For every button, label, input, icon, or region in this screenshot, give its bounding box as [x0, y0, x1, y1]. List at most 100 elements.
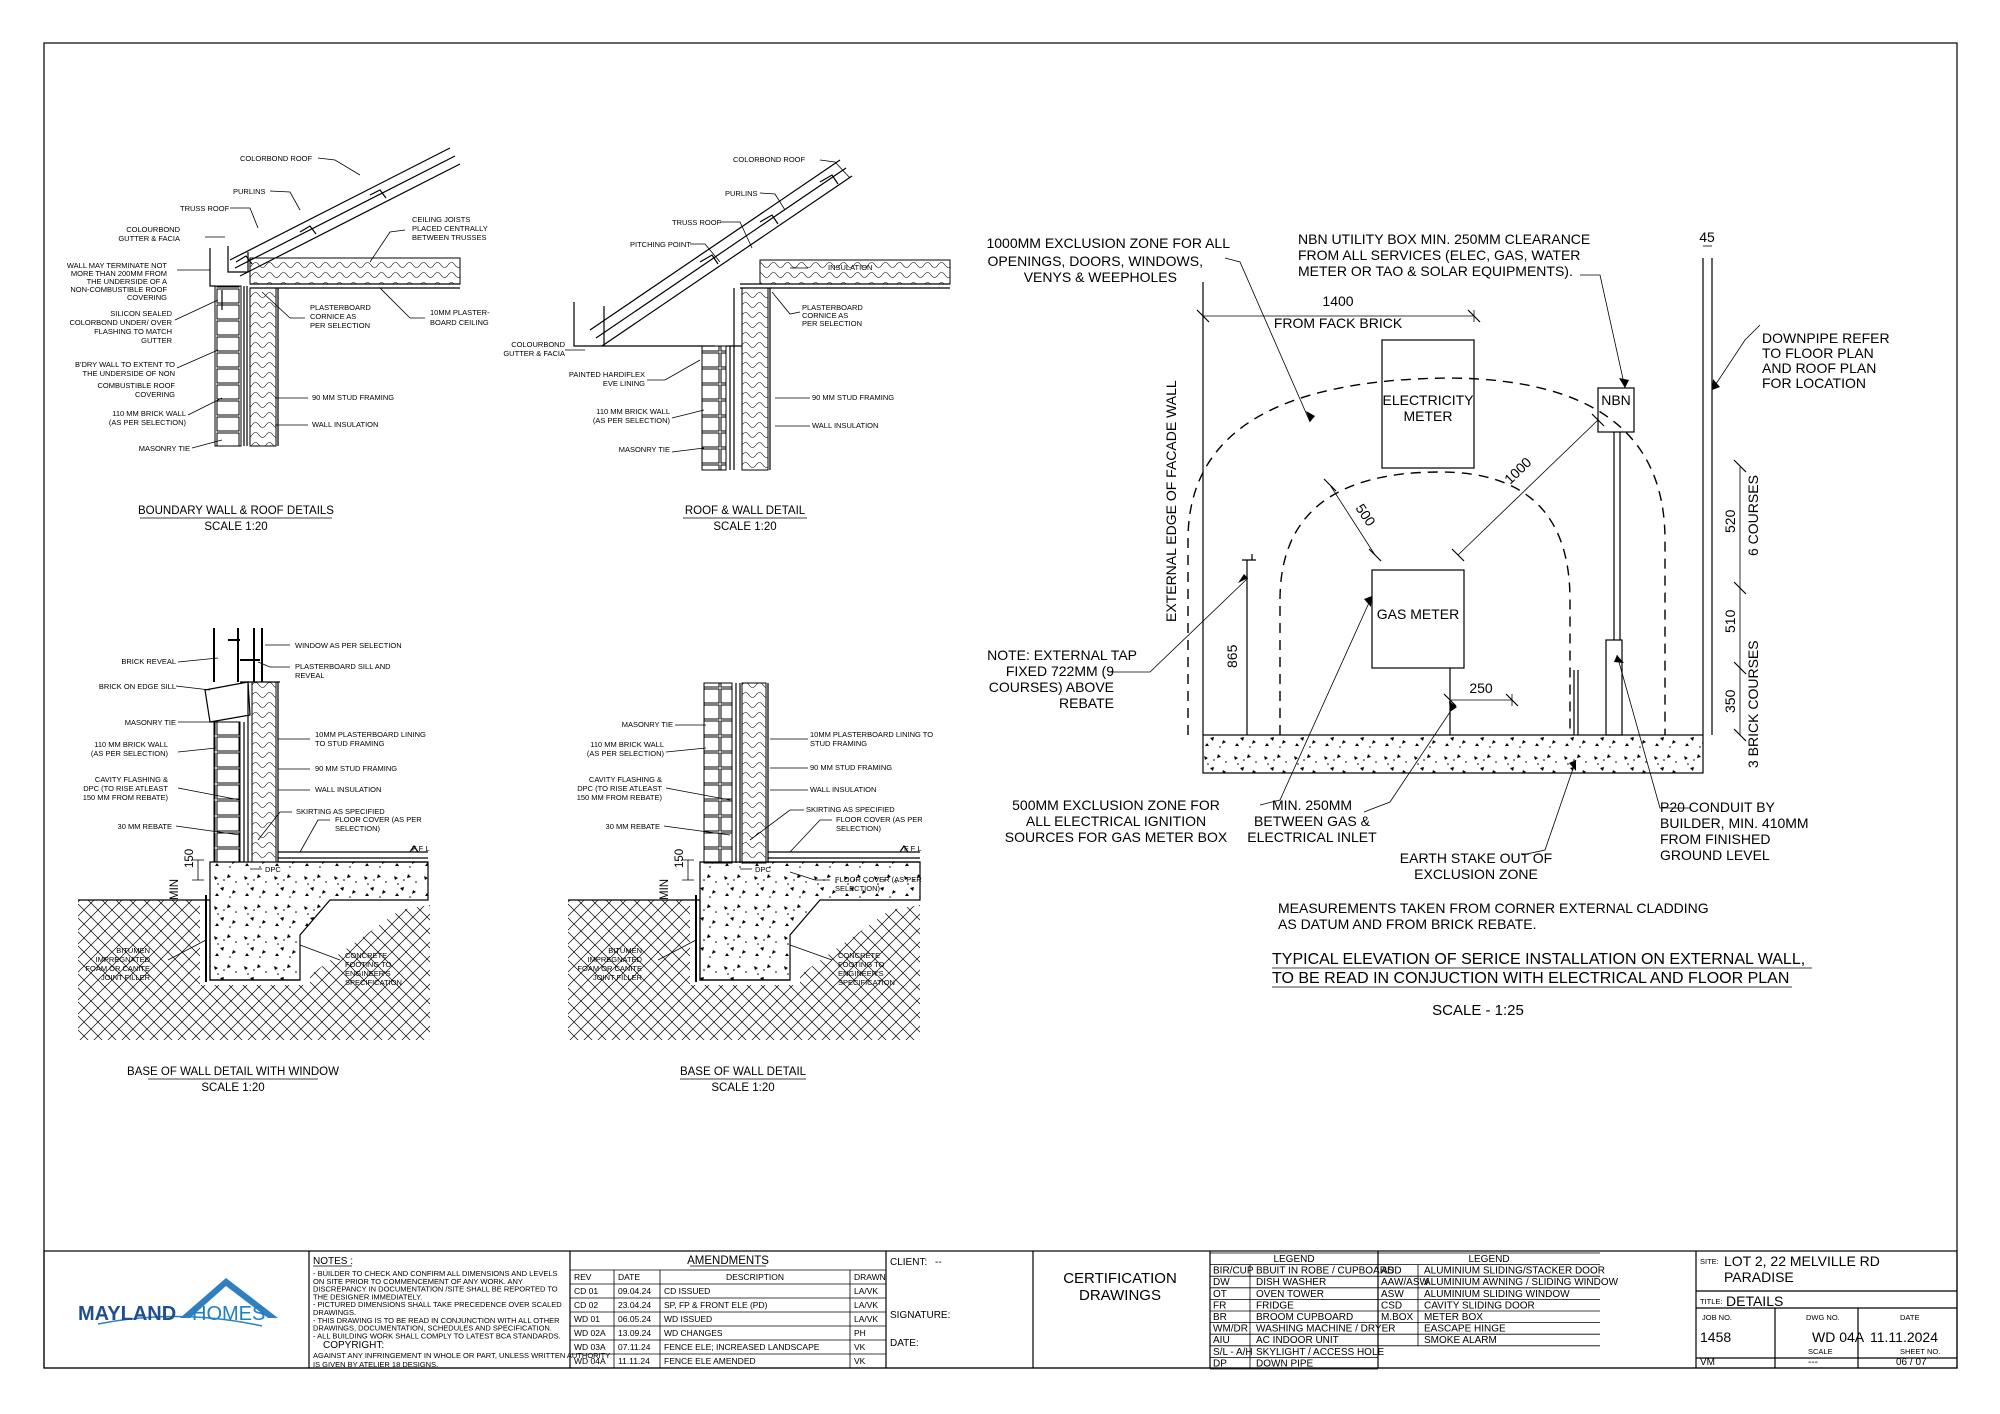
- note-line: - BUILDER TO CHECK AND CONFIRM ALL DIMEN…: [313, 1269, 558, 1278]
- amendment-cell: 11.11.24: [618, 1356, 650, 1366]
- callout-downpipe: AND ROOF PLAN: [1762, 360, 1876, 376]
- callout-conduit: GROUND LEVEL: [1660, 847, 1770, 863]
- legend-desc: OVEN TOWER: [1256, 1289, 1324, 1300]
- label: 110 MM BRICK WALL: [596, 407, 670, 416]
- legend-desc: CAVITY SLIDING DOOR: [1424, 1300, 1535, 1311]
- legend-code: FR: [1213, 1300, 1226, 1311]
- label: (AS PER SELECTION): [91, 749, 169, 758]
- detail-scale: SCALE 1:20: [204, 521, 267, 533]
- amendment-cell: WD ISSUED: [664, 1314, 712, 1324]
- scale-value: ---: [1808, 1357, 1818, 1368]
- label: REVEAL: [295, 671, 325, 680]
- callout-conduit: FROM FINISHED: [1660, 831, 1770, 847]
- label: PLASTERBOARD: [310, 303, 371, 312]
- label: COLORBOND UNDER/ OVER: [69, 318, 172, 327]
- label: FLASHING TO MATCH: [94, 327, 172, 336]
- label: FOAM OR CANITE: [85, 964, 150, 973]
- amendment-cell: 13.09.24: [618, 1328, 651, 1338]
- label: SELECTION): [335, 824, 381, 833]
- label: FOAM OR CANITE: [577, 964, 642, 973]
- label: GUTTER: [141, 336, 172, 345]
- label: DPC: [755, 865, 771, 874]
- note-line: DISCREPANCY IN DOCUMENTATION /SITE SHALL…: [313, 1285, 558, 1294]
- label: SPECIFICATION: [838, 978, 895, 987]
- legend-code: ASW: [1381, 1289, 1404, 1300]
- sheet-value: 06 / 07: [1896, 1357, 1927, 1368]
- logo-text: MAYLAND: [78, 1303, 176, 1325]
- job-number: 1458: [1700, 1329, 1731, 1345]
- legend-code: M.BOX: [1381, 1312, 1414, 1323]
- callout-nbn: FROM ALL SERVICES (ELEC, GAS, WATER: [1298, 247, 1580, 263]
- amendment-cell: VK: [854, 1342, 866, 1352]
- callout-exclusion-1000: OPENINGS, DOORS, WINDOWS,: [988, 253, 1203, 269]
- callout-nbn: METER OR TAO & SOLAR EQUIPMENTS).: [1298, 263, 1573, 279]
- callout-tap: NOTE: EXTERNAL TAP: [987, 647, 1137, 663]
- label: SELECTION): [836, 824, 882, 833]
- label: FOOTING TO: [345, 960, 392, 969]
- copyright-text: AGAINST ANY INFRINGEMENT IN WHOLE OR PAR…: [313, 1351, 610, 1360]
- legend-title: LEGEND: [1273, 1254, 1314, 1265]
- label: FLOOR COVER (AS PER: [835, 875, 922, 884]
- amendment-cell: 09.04.24: [618, 1286, 651, 1296]
- label: SKIRTING AS SPECIFIED: [806, 805, 895, 814]
- label: PER SELECTION: [310, 321, 370, 330]
- notes-title: NOTES :: [313, 1256, 353, 1267]
- scale-label: SCALE: [1808, 1347, 1833, 1356]
- legend-desc: SMOKE ALARM: [1424, 1335, 1497, 1346]
- label: CAVITY FLASHING &: [589, 775, 662, 784]
- label: PLASTERBOARD SILL AND: [295, 662, 391, 671]
- label: STUD FRAMING: [810, 739, 867, 748]
- legend-desc: WASHING MACHINE / DRYER: [1256, 1324, 1395, 1335]
- callout-conduit: BUILDER, MIN. 410MM: [1660, 815, 1809, 831]
- callout-exclusion-1000: VENYS & WEEPHOLES: [1024, 269, 1177, 285]
- amendment-cell: LA/VK: [854, 1300, 878, 1310]
- label: JOINT FILLER: [593, 973, 643, 982]
- detail-title: BASE OF WALL DETAIL WITH WINDOW: [127, 1066, 339, 1078]
- dimension: 6 COURSES: [1745, 475, 1761, 556]
- label: SKIRTING AS SPECIFIED: [296, 807, 385, 816]
- label: DPC (TO RISE ATLEAST: [577, 784, 662, 793]
- label: PURLINS: [725, 189, 758, 198]
- legend-desc: ALUMINIUM AWNING / SLIDING WINDOW: [1424, 1277, 1619, 1288]
- callout-tap: REBATE: [1059, 695, 1114, 711]
- label: PURLINS: [233, 187, 266, 196]
- electricity-meter-label: ELECTRICITY: [1382, 392, 1474, 408]
- measurement-note: AS DATUM AND FROM BRICK REBATE.: [1278, 916, 1537, 932]
- electricity-meter-label: METER: [1404, 408, 1453, 424]
- label: MASONRY TIE: [139, 444, 190, 453]
- note-line: - ALL BUILDING WORK SHALL COMPLY TO LATE…: [313, 1331, 561, 1340]
- detail-boundary-wall-roof: COLORBOND ROOF PURLINS TRUSS ROOF COLOUR…: [67, 147, 490, 533]
- date-value: 11.11.2024: [1870, 1329, 1938, 1345]
- label: COLORBOND ROOF: [240, 154, 313, 163]
- label: WALL INSULATION: [312, 420, 378, 429]
- label: TRUSS ROOF: [180, 204, 230, 213]
- detail-base-wall: MASONRY TIE 10MM PLASTERBOARD LINING TO …: [568, 682, 933, 1094]
- site-address: LOT 2, 22 MELVILLE RD: [1724, 1253, 1880, 1269]
- title-block: MAYLAND HOMES NOTES : - BUILDER TO CHECK…: [43, 1250, 1958, 1369]
- label: MASONRY TIE: [125, 718, 176, 727]
- amendments-title: AMENDMENTS: [687, 1255, 769, 1267]
- elevation-title: TO BE READ IN CONJUCTION WITH ELECTRICAL…: [1272, 970, 1789, 987]
- label: 150 MM FROM REBATE): [83, 793, 169, 802]
- legend-desc: BBUIT IN ROBE / CUPBOARD: [1256, 1266, 1394, 1277]
- dimension: FROM FACK BRICK: [1274, 315, 1403, 331]
- label: CONCRETE: [345, 951, 387, 960]
- legend-code: BIR/CUP: [1213, 1266, 1254, 1277]
- label: DPC: [265, 865, 281, 874]
- label: 110 MM BRICK WALL: [590, 740, 664, 749]
- legend-code: CSD: [1381, 1300, 1402, 1311]
- label: 90 MM STUD FRAMING: [312, 393, 394, 402]
- callout-downpipe: DOWNPIPE REFER: [1762, 330, 1890, 346]
- callout-earth-stake: EARTH STAKE OUT OF: [1400, 850, 1552, 866]
- label: B'DRY WALL TO EXTENT TO: [75, 360, 175, 369]
- amendment-cell: FENCE ELE AMENDED: [664, 1356, 756, 1366]
- label: CONCRETE: [838, 951, 880, 960]
- label: FLOOR COVER (AS PER: [335, 815, 422, 824]
- label: WALL INSULATION: [810, 785, 876, 794]
- label: ENGINEER'S: [838, 969, 884, 978]
- detail-base-wall-window: WINDOW AS PER SELECTION BRICK REVEAL PLA…: [78, 628, 430, 1094]
- legend-code: DW: [1213, 1277, 1230, 1288]
- elevation-title: TYPICAL ELEVATION OF SERICE INSTALLATION…: [1272, 951, 1805, 968]
- label: 90 MM STUD FRAMING: [315, 764, 397, 773]
